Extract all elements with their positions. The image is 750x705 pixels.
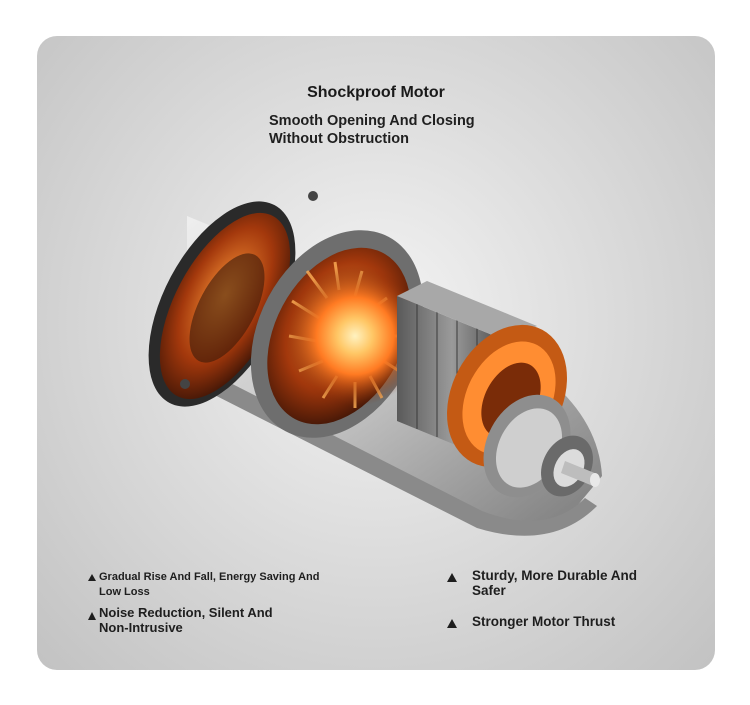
motor-shaft xyxy=(561,461,600,487)
feature-gradual-rise-text: Gradual Rise And Fall, Energy Saving And… xyxy=(99,571,320,598)
feature-thrust-text: Stronger Motor Thrust xyxy=(472,614,616,629)
feature-sturdy-text: Sturdy, More Durable And Safer xyxy=(472,568,638,598)
motor-cutaway-illustration xyxy=(148,191,602,536)
page-title: Shockproof Motor xyxy=(307,84,445,101)
subtitle-line-2: Without Obstruction xyxy=(269,131,410,147)
triangle-bullet-icon xyxy=(447,619,457,628)
product-card: Shockproof Motor Smooth Opening And Clos… xyxy=(37,36,715,670)
feature-thrust: Stronger Motor Thrust xyxy=(447,614,647,629)
subtitle-line-1: Smooth Opening And Closing xyxy=(269,113,475,129)
feature-gradual-rise: Gradual Rise And Fall, Energy Saving And… xyxy=(88,570,328,600)
triangle-bullet-icon xyxy=(88,574,96,581)
feature-noise-reduction: Noise Reduction, Silent And Non-Intrusiv… xyxy=(88,605,288,635)
subtitle: Smooth Opening And Closing Without Obstr… xyxy=(269,112,529,148)
motor-end-cap xyxy=(148,191,318,407)
feature-sturdy: Sturdy, More Durable And Safer xyxy=(447,568,637,598)
feature-noise-reduction-text: Noise Reduction, Silent And Non-Intrusiv… xyxy=(99,605,273,635)
triangle-bullet-icon xyxy=(447,573,457,582)
triangle-bullet-icon xyxy=(88,612,96,620)
rotor-glow xyxy=(285,266,425,406)
commutator xyxy=(483,394,593,498)
